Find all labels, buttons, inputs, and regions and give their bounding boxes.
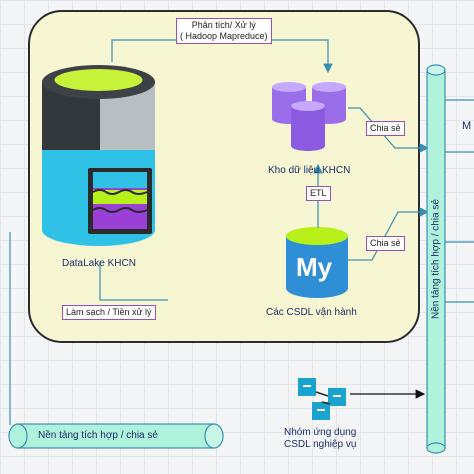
share-label-mid: Chia sẻ <box>366 236 405 251</box>
processing-flow-arrow <box>111 39 333 74</box>
warehouse-label: Kho dữ liệu KHCN <box>268 165 351 176</box>
processing-label-line1: Phân tích/ Xử lý <box>191 20 256 30</box>
datalake-label: DataLake KHCN <box>62 258 136 269</box>
integration-vertical-label: Nền tảng tích hợp / chia sẻ <box>430 199 442 319</box>
integration-platform-vertical <box>426 64 446 454</box>
datalake-icon <box>42 65 155 246</box>
processing-label-line2: ( Hadoop Mapreduce) <box>180 30 268 41</box>
app-group-label-line1: Nhóm ứng dụng <box>284 427 357 438</box>
data-warehouse-icon <box>272 82 346 151</box>
integration-platform-horizontal <box>8 423 224 449</box>
app-group-icon <box>298 378 346 420</box>
share-label-top: Chia sẻ <box>366 121 405 136</box>
edge-letter: M <box>462 120 472 132</box>
etl-label: ETL <box>306 186 331 201</box>
cleaning-label: Làm sạch / Tiền xử lý <box>62 305 156 320</box>
app-group-label-line2: CSDL nghiệp vụ <box>284 438 357 450</box>
operational-db-label: Các CSDL vận hành <box>266 307 357 318</box>
integration-bottom-label: Nền tảng tích hợp / chia sẻ <box>38 430 158 441</box>
mysql-logo-text: My <box>296 252 333 282</box>
mysql-database-icon: My <box>286 227 348 298</box>
cleaning-flow-line <box>99 262 168 301</box>
app-group-label: Nhóm ứng dụng CSDL nghiệp vụ <box>284 427 357 450</box>
processing-label: Phân tích/ Xử lý ( Hadoop Mapreduce) <box>176 18 272 44</box>
